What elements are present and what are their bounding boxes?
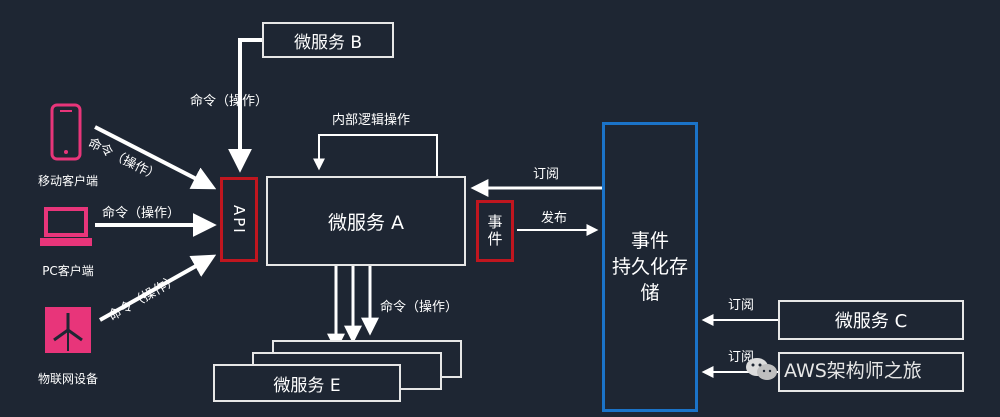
command-label-b: 命令（操作） — [190, 94, 269, 109]
subscribe-label-d: 订阅 — [728, 350, 755, 365]
arrow-b-to-api — [228, 38, 262, 173]
event-store-box: 事件 持久化存 储 — [602, 122, 698, 412]
internal-logic-label: 内部逻辑操作 — [332, 113, 411, 128]
service-e-box: 微服务 E — [213, 364, 401, 402]
subscribe-label-a: 订阅 — [533, 167, 560, 182]
smartphone-icon — [50, 103, 82, 161]
mobile-client-label: 移动客户端 — [37, 174, 98, 188]
internal-loop — [313, 134, 438, 176]
watermark: AWS架构师之旅 — [744, 355, 922, 383]
command-label-pc: 命令（操作） — [102, 206, 181, 221]
event-store-line-1: 事件 — [630, 230, 669, 252]
subscribe-label-c: 订阅 — [728, 298, 755, 313]
arrow-iot-to-api — [99, 254, 217, 322]
api-box: API — [220, 177, 258, 262]
arrow-mobile-to-api — [94, 125, 217, 190]
event-store-line-3: 储 — [640, 282, 660, 304]
service-c-box: 微服务 C — [778, 300, 964, 340]
pinwheel-icon — [45, 307, 91, 353]
watermark-text: AWS架构师之旅 — [784, 359, 922, 382]
command-label-down: 命令（操作） — [380, 300, 459, 315]
event-store-line-2: 持久化存 — [611, 256, 688, 278]
pc-client-label: PC客户端 — [42, 264, 94, 278]
service-a-box: 微服务 A — [266, 176, 466, 266]
publish-label: 发布 — [541, 211, 568, 226]
wechat-icon — [746, 358, 777, 380]
laptop-icon — [40, 207, 92, 246]
service-d-box — [778, 352, 964, 392]
iot-device-label: 物联网设备 — [37, 372, 98, 386]
service-b-box: 微服务 B — [262, 22, 394, 58]
event-box: 事件 — [476, 200, 514, 262]
